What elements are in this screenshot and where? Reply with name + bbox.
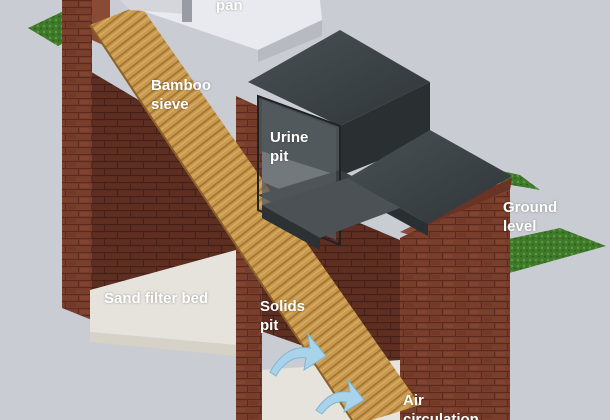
back-wall <box>88 70 240 300</box>
stone-slab-lower-front <box>262 205 320 250</box>
ground-level-label-line2: level <box>503 218 537 235</box>
right-wall-front <box>400 228 420 420</box>
pan-side <box>258 20 322 62</box>
bamboo-sieve <box>90 5 420 420</box>
right-wall-side <box>420 190 510 420</box>
pan-outlet-rim <box>182 0 192 22</box>
urine-pit-label-line1: Urine <box>270 129 309 146</box>
pan-outlet <box>120 0 190 14</box>
pan-label-text: pan <box>216 0 243 14</box>
stone-lid-front <box>340 82 430 176</box>
right-wall-cap <box>420 178 512 228</box>
urine-pit-label: Urine pit <box>270 128 308 166</box>
air-circulation-label-line1: Air <box>403 392 424 409</box>
sand-filter-bed-label-text: Sand filter bed <box>104 290 209 307</box>
bamboo-sieve-label-line2: sieve <box>151 96 189 113</box>
air-circulation-label-line2: circulation <box>403 411 479 420</box>
air-arrow-upper <box>269 332 327 377</box>
sand-filter-bed-label: Sand filter bed <box>104 289 208 308</box>
stone-lid-top <box>248 30 430 126</box>
urine-pit-outline <box>257 94 341 247</box>
ground-level-label: Ground level <box>503 198 557 236</box>
sand-front-edge <box>90 332 236 356</box>
air-arrow-lower <box>315 378 365 415</box>
bamboo-sieve-label: Bamboo sieve <box>151 76 211 114</box>
sand-filter-bed <box>90 250 236 345</box>
solids-pit-label-line2: pit <box>260 317 279 334</box>
urine-pit-label-line2: pit <box>270 148 289 165</box>
air-circulation-label: Air circulation <box>403 391 479 420</box>
left-wall-front <box>62 0 92 320</box>
pan-label: pan <box>216 0 243 15</box>
ground-level-label-line1: Ground <box>503 199 558 216</box>
bamboo-sieve-label-line1: Bamboo <box>151 77 211 94</box>
stone-slab-lower <box>262 178 400 238</box>
solids-pit-label-line1: Solids <box>260 298 306 315</box>
stone-slab-top <box>348 130 512 224</box>
solids-pit-label: Solids pit <box>260 297 305 335</box>
